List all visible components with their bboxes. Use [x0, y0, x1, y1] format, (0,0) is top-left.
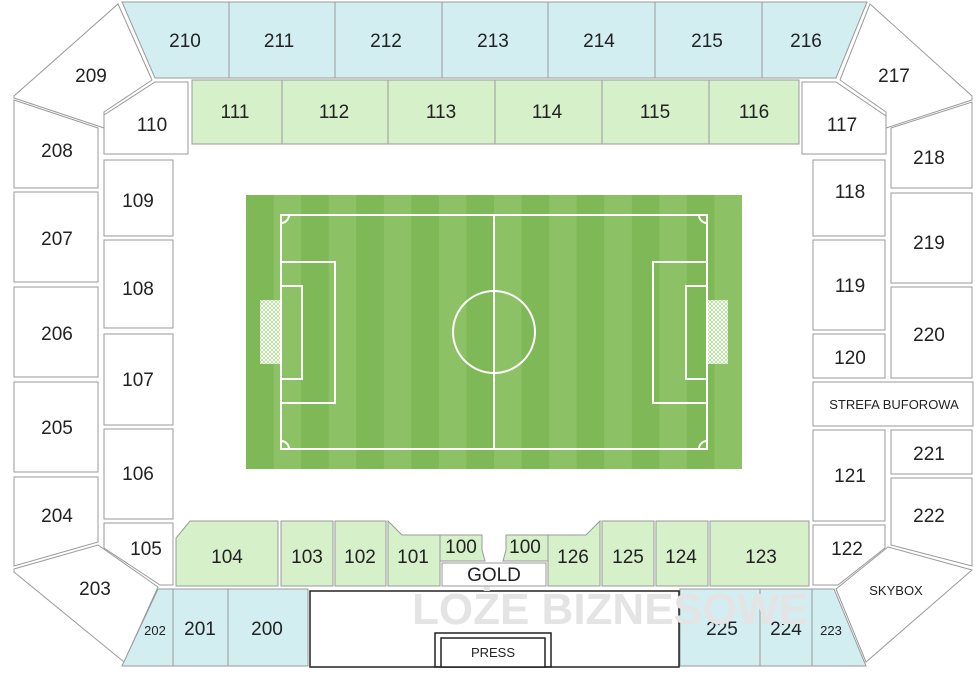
section-114[interactable] — [494, 79, 603, 145]
corner-arc-tl — [280, 214, 290, 224]
pitch-stripe — [576, 195, 605, 469]
section-211[interactable] — [228, 1, 336, 79]
pitch-stripe — [356, 195, 384, 469]
section-108[interactable] — [103, 239, 174, 329]
section-222[interactable] — [890, 477, 973, 567]
section-119[interactable] — [812, 239, 886, 331]
section-214[interactable] — [547, 1, 656, 79]
section-220[interactable] — [890, 286, 973, 379]
section-223[interactable] — [811, 588, 867, 667]
right-goal-area — [685, 285, 708, 380]
section-207[interactable] — [13, 191, 99, 283]
section-102[interactable] — [334, 520, 387, 587]
section-106[interactable] — [103, 428, 174, 520]
section-201[interactable] — [172, 588, 229, 667]
section-113[interactable] — [387, 79, 496, 145]
section-216[interactable] — [761, 1, 868, 79]
section-225[interactable] — [679, 588, 761, 667]
section-121[interactable] — [812, 429, 886, 522]
section-118[interactable] — [812, 159, 886, 237]
pitch-stripe — [466, 195, 494, 469]
section-116[interactable] — [708, 79, 800, 145]
section-117[interactable] — [801, 81, 887, 155]
section-107[interactable] — [103, 333, 174, 426]
corner-arc-bl — [280, 440, 290, 450]
center-circle — [452, 290, 536, 374]
section-112[interactable] — [281, 79, 389, 145]
section-104[interactable] — [175, 520, 279, 587]
section-215[interactable] — [654, 1, 763, 79]
strefa-buforowa[interactable] — [812, 381, 974, 427]
section-105[interactable] — [103, 522, 174, 586]
section-206[interactable] — [13, 286, 99, 378]
section-124[interactable] — [655, 520, 709, 587]
left-goal-area — [280, 285, 303, 380]
section-224[interactable] — [759, 588, 813, 667]
corner-arc-br — [698, 440, 708, 450]
section-208[interactable] — [13, 99, 99, 189]
section-200[interactable] — [227, 588, 309, 667]
section-109[interactable] — [103, 159, 174, 237]
skybox[interactable] — [835, 546, 974, 663]
pitch-stripe — [301, 195, 329, 469]
section-122[interactable] — [812, 524, 886, 586]
section-204[interactable] — [13, 476, 99, 567]
section-126[interactable] — [547, 519, 601, 587]
press-box[interactable] — [440, 637, 546, 668]
pitch-stripe — [411, 195, 439, 469]
pitch-stripe — [631, 195, 660, 469]
section-100-right[interactable] — [502, 534, 549, 562]
section-205[interactable] — [13, 381, 99, 473]
section-221[interactable] — [890, 429, 973, 475]
section-120[interactable] — [812, 333, 886, 379]
section-111[interactable] — [191, 79, 283, 145]
section-219[interactable] — [890, 192, 973, 284]
section-103[interactable] — [280, 520, 334, 587]
gold-section[interactable] — [441, 562, 547, 587]
corner-arc-tr — [698, 214, 708, 224]
section-101[interactable] — [387, 519, 441, 587]
section-100-left[interactable] — [439, 534, 486, 562]
section-213[interactable] — [441, 1, 549, 79]
pitch-stripes — [246, 195, 715, 469]
section-123[interactable] — [709, 520, 810, 587]
section-218[interactable] — [890, 101, 973, 189]
section-212[interactable] — [334, 1, 443, 79]
section-115[interactable] — [601, 79, 710, 145]
football-pitch — [246, 195, 742, 469]
section-125[interactable] — [601, 520, 655, 587]
section-110[interactable] — [103, 81, 189, 155]
